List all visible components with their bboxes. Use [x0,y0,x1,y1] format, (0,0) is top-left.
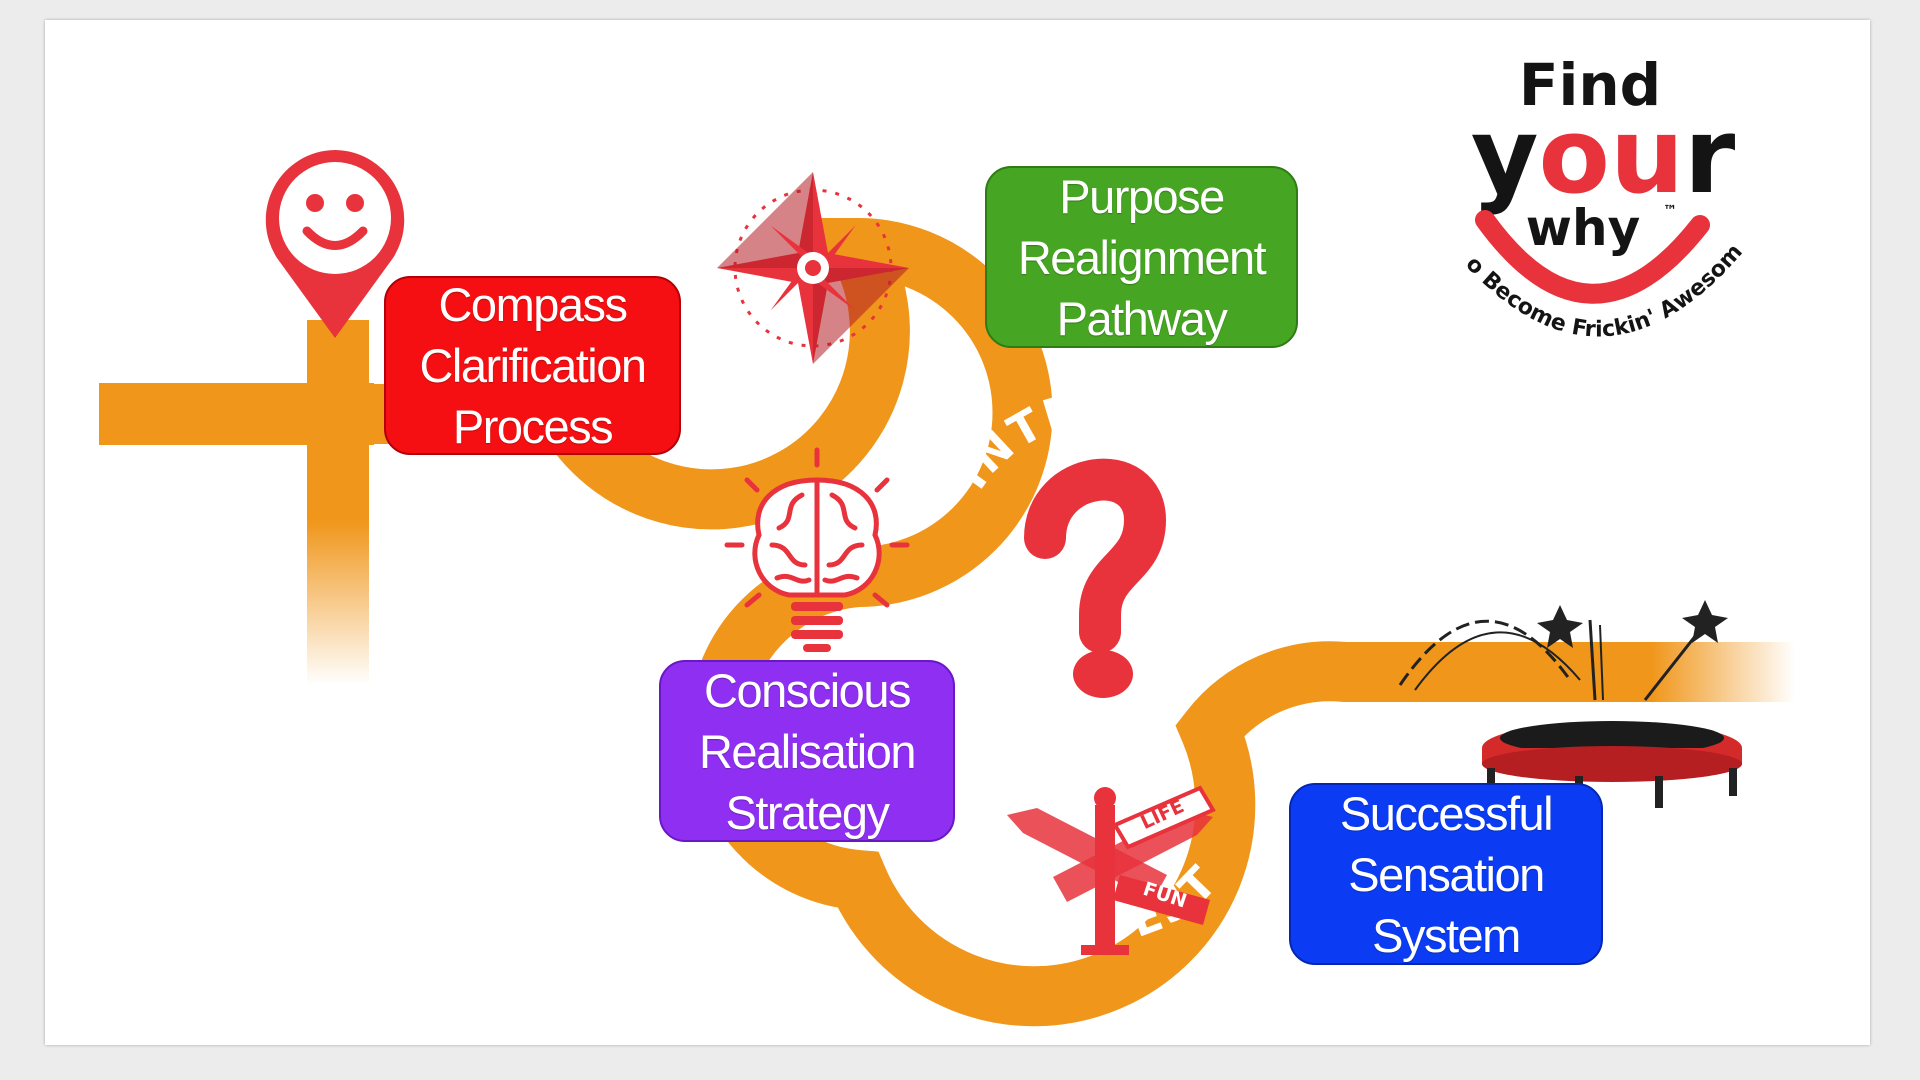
stage-compass-box: Compass Clarification Process [384,276,681,455]
stage-purpose-line: Pathway [1056,291,1228,345]
stage-success-line: System [1372,908,1521,962]
journey-path [345,217,1445,1027]
stage-compass-line: Compass [438,278,628,331]
stage-conscious-line: Realisation [698,724,917,778]
map-pin-smiley-icon [265,150,405,338]
trampoline-icon [1398,600,1742,808]
stage-success-line: Successful [1339,786,1554,840]
road-vertical [307,320,369,685]
stage-conscious-line: Strategy [725,785,890,839]
logo-smile-icon [1475,210,1710,304]
brain-bulb-icon [724,447,910,652]
stage-purpose-line: Realignment [1017,230,1267,284]
logo-trademark: ™ [1663,203,1677,219]
signpost-icon: LIFE FUN [1007,785,1216,955]
question-mark-icon [1024,458,1167,698]
stage-success-box: Successful Sensation System [1289,783,1603,965]
stage-success-line: Sensation [1348,847,1545,901]
logo-your-text: your [1471,95,1736,217]
slide: AWARENESS INTENTION MANIFEST [45,20,1870,1045]
stage-conscious-box: Conscious Realisation Strategy [659,660,955,842]
stage-conscious-line: Conscious [704,663,911,717]
compass-rose-icon [717,172,909,364]
stage-compass-line: Process [452,400,614,453]
stage-purpose-box: Purpose Realignment Pathway [985,166,1298,348]
path-end-fade [1435,642,1795,702]
logo-why-text: why [1526,199,1640,257]
stage-purpose-line: Purpose [1059,169,1225,223]
stage-compass-line: Clarification [419,339,647,392]
journey-diagram: AWARENESS INTENTION MANIFEST [45,20,1795,1027]
logo-find-text: Find [1519,51,1661,119]
